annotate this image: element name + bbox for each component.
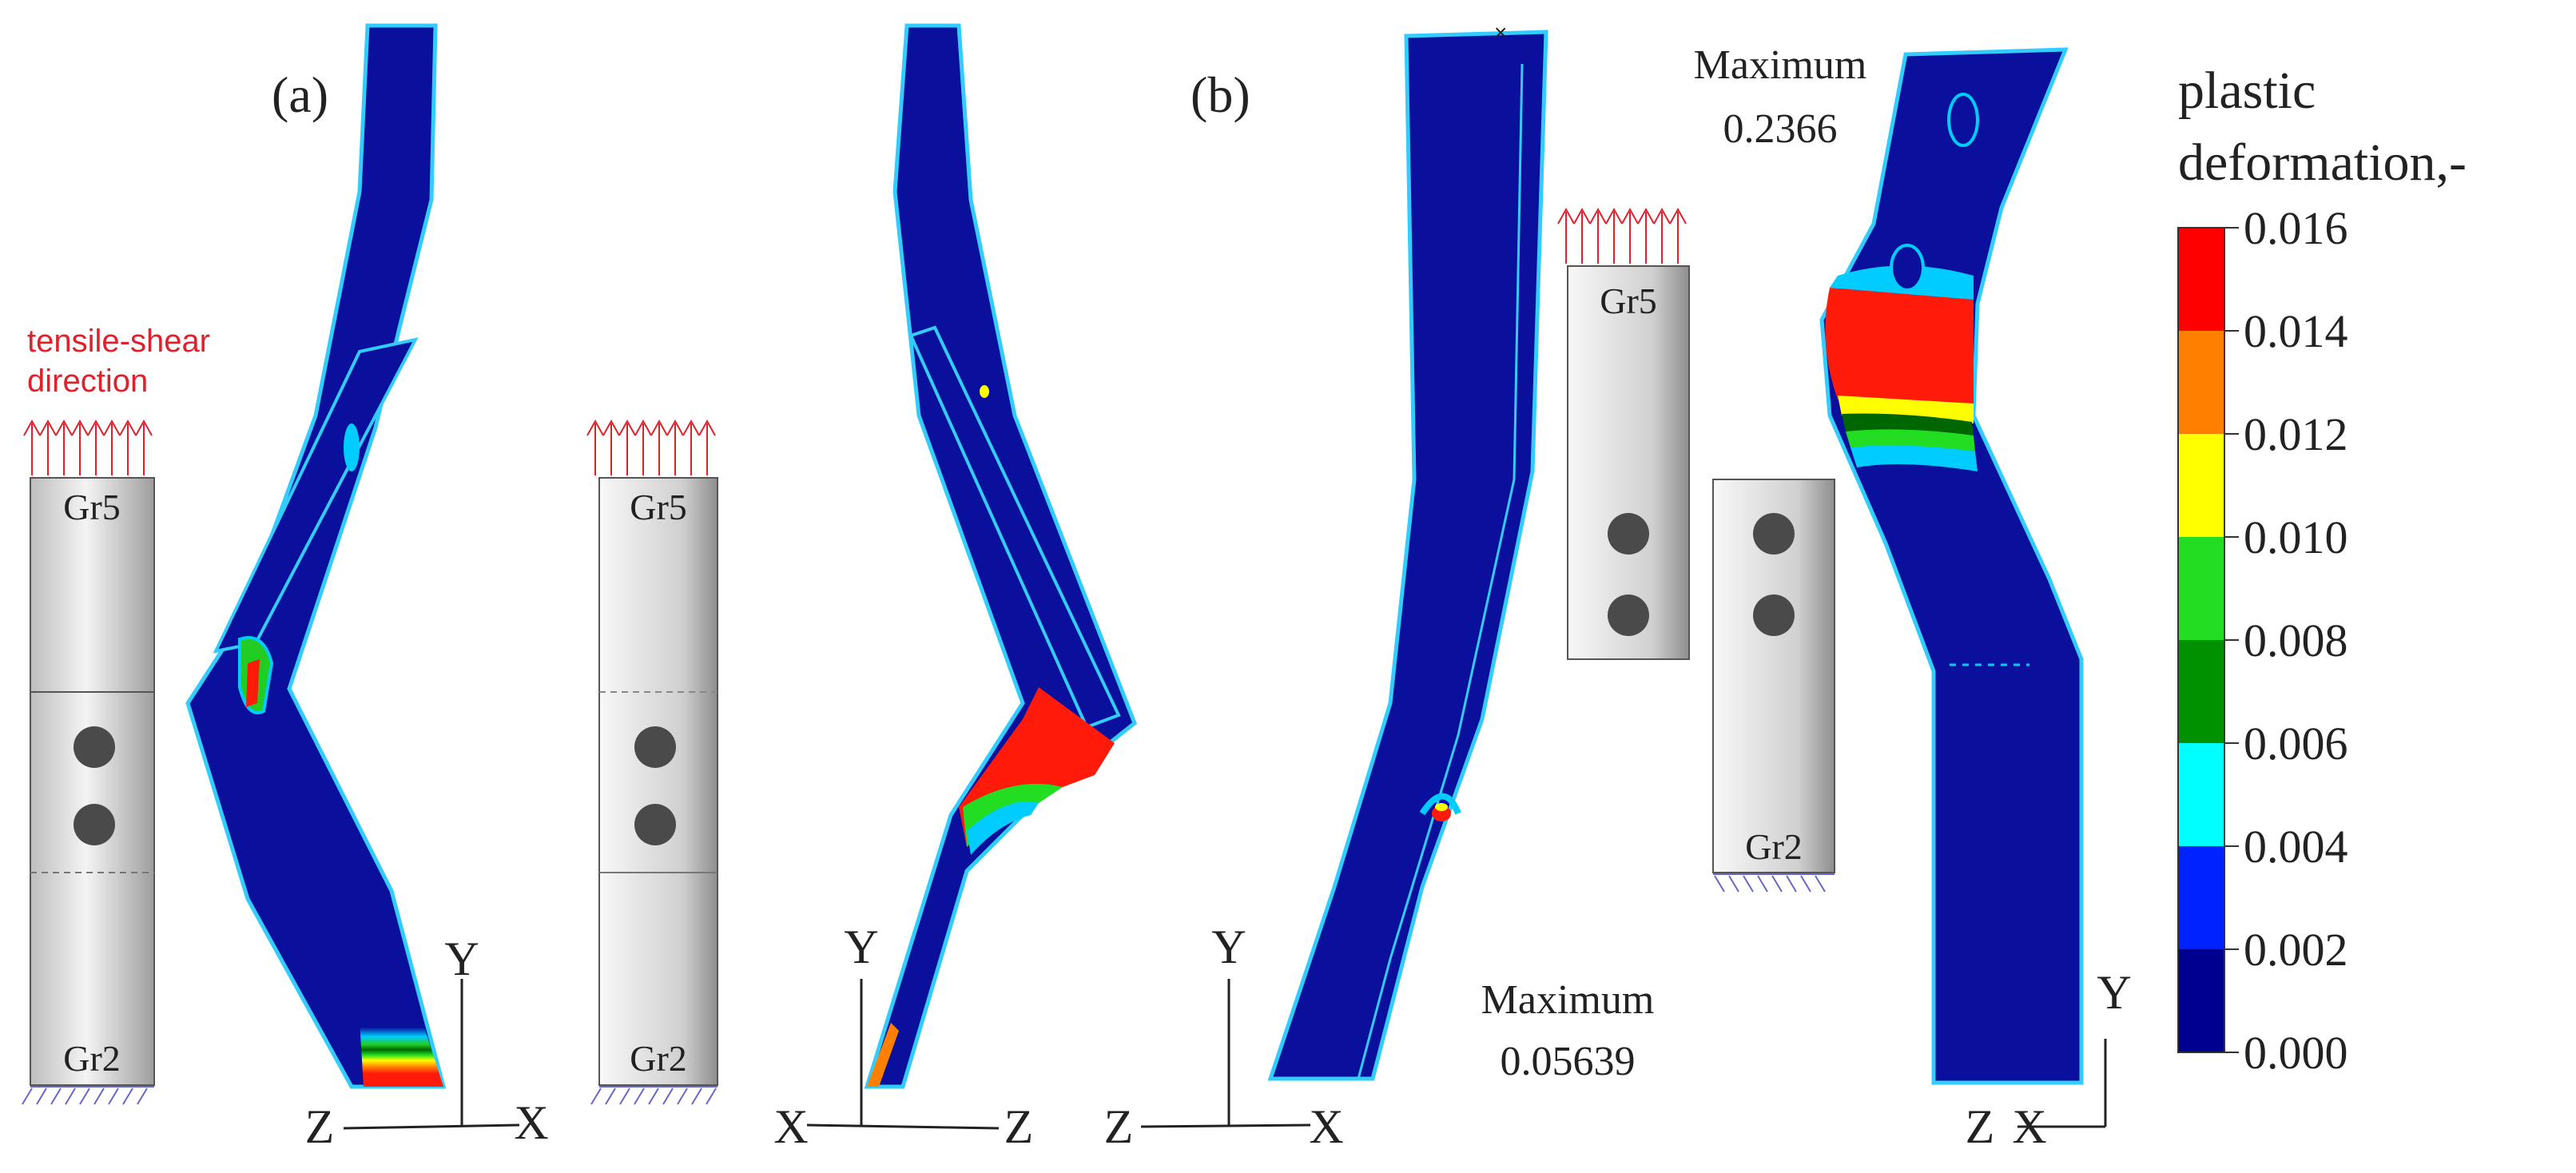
legend-tick-label: 0.012 — [2244, 408, 2348, 460]
panel-b-label: (b) — [1191, 66, 1250, 123]
axis-a2-right: Z — [1004, 1100, 1034, 1153]
axis-a2-vertical: Y — [844, 921, 878, 973]
deformed-shape-b2 — [1819, 47, 2084, 1085]
hole-outline — [1947, 93, 1979, 147]
legend-swatch — [2178, 434, 2224, 537]
axis-b1-right: X — [1309, 1100, 1343, 1153]
weld-spot — [1753, 594, 1795, 636]
max-label-b2: Maximum — [1694, 42, 1867, 88]
legend-tick-label: 0.010 — [2244, 511, 2348, 563]
fixed-support-b — [1713, 873, 1835, 893]
legend-tick-label: 0.014 — [2244, 305, 2348, 357]
legend-swatch — [2178, 331, 2224, 434]
legend-swatch — [2178, 949, 2224, 1052]
axis-b1-vertical: Y — [1211, 921, 1246, 973]
weld-spot — [74, 726, 115, 768]
legend-swatch — [2178, 537, 2224, 640]
axis-triad-b2 — [2017, 1039, 2107, 1128]
direction-label: direction — [27, 364, 148, 399]
legend-tick-label: 0.008 — [2244, 614, 2348, 666]
axis-b2-left: Z — [1966, 1100, 1995, 1153]
legend-swatch — [2178, 640, 2224, 743]
max-value-b2: 0.2366 — [1723, 106, 1838, 152]
weld-spot — [1753, 513, 1795, 555]
specimen-upper-label: Gr5 — [63, 487, 121, 527]
weld-spot — [1608, 594, 1649, 636]
specimen-b-lower: Gr2 — [1712, 479, 1835, 873]
svg-text:×: × — [1494, 20, 1507, 45]
force-arrows-a1 — [23, 419, 153, 475]
axis-a1-right: X — [514, 1096, 548, 1149]
axis-triad-a2 — [806, 979, 1000, 1130]
specimen-a1: Gr5 Gr2 — [30, 477, 155, 1086]
specimen-lower-label: Gr2 — [63, 1038, 121, 1079]
tensile-shear-label: tensile-shear — [27, 324, 210, 359]
fixed-support-a2 — [590, 1086, 718, 1105]
legend-tick-label: 0.006 — [2244, 718, 2348, 769]
weld-spot — [1608, 513, 1649, 555]
deformed-shape-b1: × — [1267, 20, 1548, 1081]
panel-a-label: (a) — [272, 66, 328, 123]
specimen-lower-label: Gr2 — [630, 1038, 687, 1079]
weld-spot — [74, 804, 115, 845]
force-arrows-a2 — [586, 419, 716, 475]
specimen-lower-label: Gr2 — [1745, 826, 1803, 867]
legend-swatch — [2178, 846, 2224, 949]
weld-spot — [634, 804, 676, 845]
fixed-support-a1 — [22, 1086, 154, 1105]
axis-triad-b1 — [1140, 979, 1311, 1128]
max-label-b1: Maximum — [1481, 977, 1655, 1023]
specimen-a2: Gr5 Gr2 — [598, 477, 718, 1086]
legend-swatch — [2178, 743, 2224, 846]
legend-tick-label: 0.000 — [2244, 1027, 2348, 1079]
legend-swatch — [2178, 228, 2224, 331]
axis-b2-vertical: Y — [2097, 966, 2131, 1019]
max-value-b1: 0.05639 — [1501, 1039, 1636, 1084]
deformed-shape-a1 — [185, 23, 447, 1089]
legend-tick-label: 0.002 — [2244, 924, 2348, 976]
axis-a1-left: Z — [305, 1100, 335, 1153]
axis-triad-a1 — [343, 979, 520, 1130]
legend-tick-label: 0.004 — [2244, 821, 2348, 873]
specimen-b-upper: Gr5 — [1567, 265, 1690, 660]
axis-a1-vertical: Y — [444, 932, 479, 985]
specimen-upper-label: Gr5 — [630, 487, 687, 527]
legend-colorbar — [2177, 227, 2225, 1053]
deformed-shape-a2 — [864, 23, 1138, 1089]
legend-title-line1: plastic — [2178, 62, 2316, 120]
legend-tick-labels: 0.016 0.014 0.012 0.010 0.008 0.006 0.004 0.002… — [2224, 202, 2348, 1079]
weld-spot — [634, 726, 676, 768]
specimen-upper-label: Gr5 — [1600, 280, 1657, 321]
legend-tick-label: 0.016 — [2244, 202, 2348, 254]
axis-a2-left: X — [773, 1100, 808, 1153]
axis-b2-right: X — [2012, 1100, 2046, 1153]
legend-title-line2: deformation,- — [2178, 133, 2467, 192]
force-arrows-b — [1557, 207, 1687, 264]
axis-b1-left: Z — [1104, 1100, 1134, 1153]
